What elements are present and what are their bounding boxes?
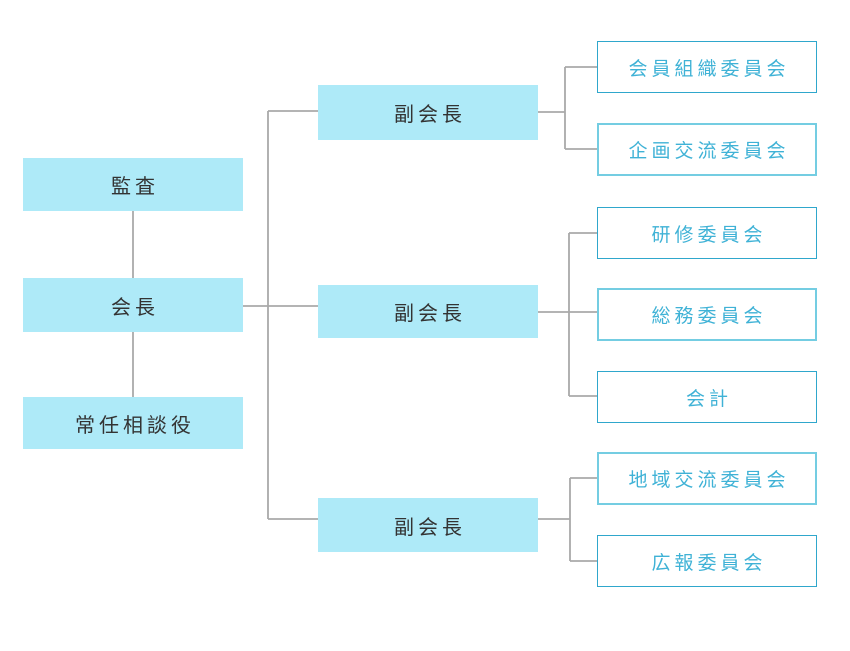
node-vice-president-1-label: 副会長 — [394, 104, 466, 126]
node-committee-regional-exchange: 地域交流委員会 — [597, 452, 817, 505]
connector-chairman-vice-presidents — [243, 110, 318, 520]
node-chairman-label: 会長 — [111, 296, 159, 319]
connector-vp3-committees — [538, 477, 597, 562]
node-vice-president-1: 副会長 — [318, 85, 538, 140]
node-committee-general-affairs-label: 総務委員会 — [651, 306, 767, 327]
node-committee-general-affairs: 総務委員会 — [597, 288, 817, 341]
node-vice-president-2: 副会長 — [318, 285, 538, 338]
node-vice-president-3-label: 副会長 — [394, 516, 466, 539]
node-committee-public-relations: 広報委員会 — [597, 535, 817, 587]
node-committee-regional-exchange-label: 地域交流委員会 — [628, 470, 790, 491]
node-chairman: 会長 — [23, 278, 243, 332]
node-committee-training: 研修委員会 — [597, 207, 817, 259]
connector-vp1-committees — [538, 66, 597, 150]
node-committee-member-organization: 会員組織委員会 — [597, 41, 817, 93]
node-committee-accounting-label: 会計 — [685, 388, 732, 410]
node-committee-planning-exchange-label: 企画交流委員会 — [628, 141, 790, 162]
node-senior-advisor-label: 常任相談役 — [75, 414, 195, 437]
node-committee-accounting: 会計 — [597, 371, 817, 423]
node-vice-president-2-label: 副会長 — [394, 303, 466, 325]
node-committee-planning-exchange: 企画交流委員会 — [597, 123, 817, 176]
node-vice-president-3: 副会長 — [318, 498, 538, 552]
connector-vp2-committees — [538, 232, 597, 397]
node-audit-label: 監査 — [111, 176, 159, 198]
node-committee-training-label: 研修委員会 — [651, 224, 767, 246]
node-committee-member-organization-label: 会員組織委員会 — [628, 58, 790, 80]
node-audit: 監査 — [23, 158, 243, 211]
node-committee-public-relations-label: 広報委員会 — [651, 552, 767, 574]
node-senior-advisor: 常任相談役 — [23, 397, 243, 449]
